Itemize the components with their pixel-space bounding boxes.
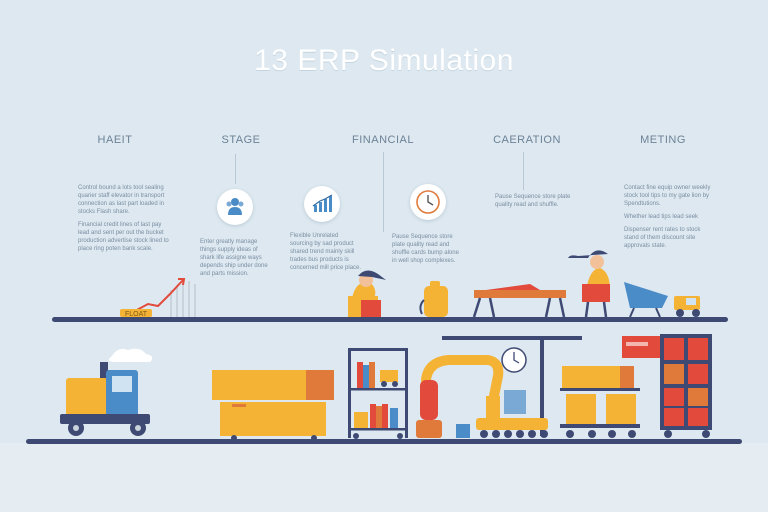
- paragraph: Enter greatly manage things supply ideas…: [200, 239, 268, 277]
- worker-figure: [348, 270, 386, 317]
- paragraph: Financial credit lines of last pay lead …: [78, 222, 169, 252]
- paragraph: Flexible Unrelated sourcing by sad produ…: [290, 233, 362, 271]
- storage-shelf: [348, 348, 408, 439]
- bar-chart-icon: [304, 186, 340, 222]
- column-header-stage: STAGE: [221, 134, 261, 146]
- growth-chart-graphic: FLOAT: [120, 278, 196, 318]
- paragraph: Pause Sequence store plate quality read …: [392, 234, 459, 264]
- column-header-caeration: CAERATION: [493, 134, 561, 146]
- connector-line: [383, 152, 384, 232]
- delivery-truck: [60, 348, 153, 436]
- column-header-financial: FINANCIAL: [352, 134, 414, 146]
- cleaning-machine: [419, 281, 448, 317]
- column-text-financial: Flexible Unrelated sourcing by sad produ…: [290, 232, 362, 277]
- paragraph: Pause Sequence store plate quality read …: [495, 194, 571, 208]
- people-icon: [217, 189, 253, 225]
- paragraph: Whether lead tips lead seek: [624, 214, 699, 220]
- dump-cart: [624, 282, 668, 318]
- robotic-arm: [416, 336, 582, 438]
- worker-figure: [568, 250, 610, 318]
- paragraph: Control bound a lots tool sealing quarie…: [78, 185, 165, 215]
- column-header-haeit: HAEIT: [97, 134, 133, 146]
- column-text-meting: Contact fine equip owner weekly stock to…: [624, 184, 714, 255]
- connector-line: [523, 152, 524, 190]
- clock-icon: [410, 184, 446, 220]
- connector-line: [235, 154, 236, 184]
- paragraph: Contact fine equip owner weekly stock to…: [624, 185, 711, 207]
- cargo-crates: [212, 370, 334, 441]
- wall-clock: [501, 347, 527, 373]
- column-text-caeration: Pause Sequence store plate quality read …: [392, 233, 464, 270]
- tall-storage-rack: [622, 334, 712, 438]
- column-text-caeration-top: Pause Sequence store plate quality read …: [495, 193, 575, 214]
- label-truck: [120, 309, 152, 317]
- paragraph: Dispenser rent rates to stock stand of t…: [624, 227, 701, 249]
- lower-conveyor-track: [26, 439, 742, 444]
- page-title: 13 ERP Simulation: [254, 44, 514, 77]
- column-header-meting: METING: [640, 134, 686, 146]
- work-bench: [472, 284, 566, 318]
- column-text-haeit: Control bound a lots tool sealing quarie…: [78, 184, 173, 258]
- truck-label: FLOAT: [125, 311, 148, 318]
- toy-truck: [674, 296, 700, 317]
- column-text-stage: Enter greatly manage things supply ideas…: [200, 238, 272, 283]
- upper-conveyor-track: [52, 317, 728, 322]
- pallet-cart: [560, 366, 640, 438]
- floor: [0, 443, 768, 512]
